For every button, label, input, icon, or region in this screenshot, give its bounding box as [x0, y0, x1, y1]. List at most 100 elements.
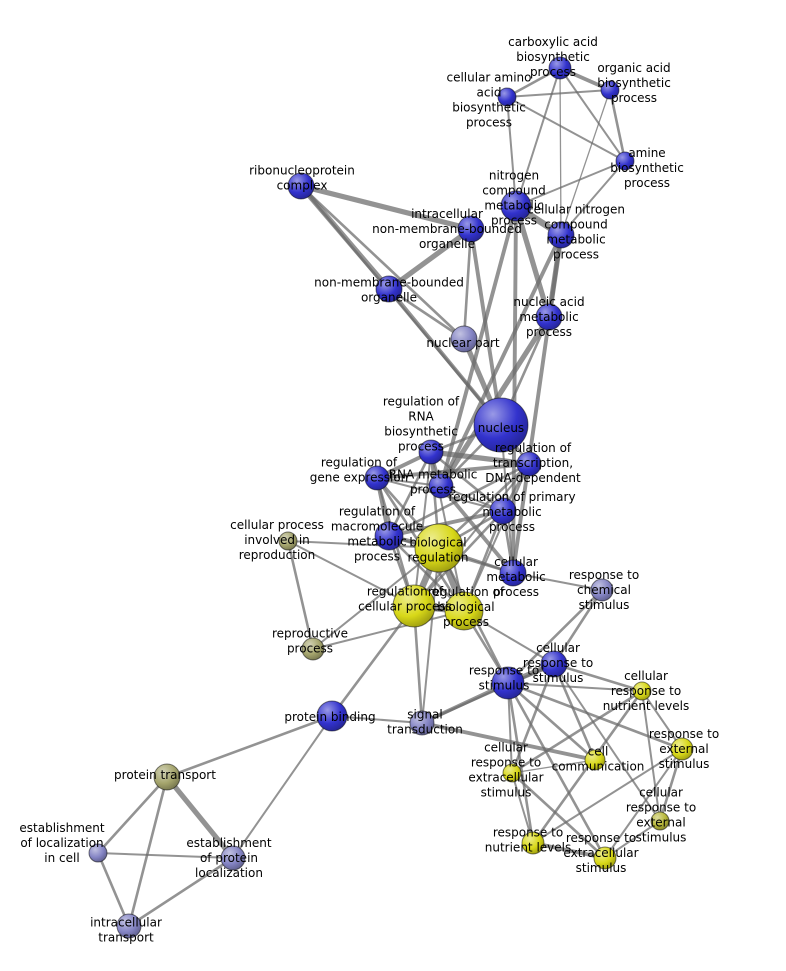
node-cncmp[interactable] — [547, 221, 575, 249]
edge-cab-ab — [559, 67, 626, 162]
node-cres[interactable] — [502, 763, 522, 783]
edge-rnl-cres — [511, 772, 534, 844]
edge-res-rnl — [532, 748, 683, 844]
edge-rcp-cpir — [287, 540, 415, 607]
edge-cncmp-rmp — [439, 233, 563, 488]
node-rbp[interactable] — [444, 591, 484, 631]
edge-ncmp-namp — [513, 203, 552, 320]
node-st[interactable] — [409, 710, 435, 736]
node-rmmp[interactable] — [374, 521, 404, 551]
node-cc[interactable] — [584, 749, 606, 771]
node-rmp[interactable] — [428, 473, 454, 499]
edge-oab-caab — [506, 89, 611, 98]
node-ncmp[interactable] — [500, 190, 532, 222]
edge-crnl-crexs — [641, 690, 661, 822]
edge-rs-cc — [506, 681, 597, 762]
node-rs[interactable] — [491, 666, 525, 700]
node-it[interactable] — [116, 913, 142, 939]
edge-rnl-rextra — [531, 841, 607, 860]
node-label: protein transport — [114, 768, 216, 782]
node-rnl[interactable] — [521, 831, 545, 855]
node-pb[interactable] — [316, 700, 348, 732]
edge-nmbo-np — [387, 287, 466, 341]
edge-pb-pt — [165, 714, 334, 779]
edge-cab-ncmp — [515, 67, 561, 207]
edge-crs-cc — [552, 662, 597, 762]
node-epl[interactable] — [220, 845, 246, 871]
node-np[interactable] — [450, 325, 478, 353]
edge-inmbo-nmbo — [386, 226, 474, 292]
edge-rnp-inmbo — [298, 183, 474, 232]
node-rp[interactable] — [301, 637, 325, 661]
node-pt[interactable] — [153, 763, 181, 791]
edge-rpmp-rmmp — [387, 509, 505, 538]
edge-crs-crnl — [552, 662, 644, 693]
edge-ab-ncmp — [515, 160, 626, 207]
node-cmp[interactable] — [499, 559, 527, 587]
node-oab[interactable] — [600, 80, 620, 100]
node-rextra[interactable] — [593, 846, 617, 870]
node-elc[interactable] — [88, 843, 108, 863]
node-caab[interactable] — [497, 87, 517, 107]
edge-rnp-np — [299, 184, 466, 341]
node-label: nuclear part — [426, 336, 500, 350]
edge-pt-elc — [96, 775, 169, 855]
edge-rcp-pb — [330, 604, 416, 718]
edge-caab-ncmp — [506, 96, 517, 207]
node-nmbo[interactable] — [375, 275, 403, 303]
node-crs[interactable] — [540, 650, 568, 678]
node-cpir[interactable] — [278, 531, 298, 551]
edge-cpir-rp — [286, 539, 315, 651]
node-ab[interactable] — [615, 151, 635, 171]
node-namp[interactable] — [535, 303, 563, 331]
node-rge[interactable] — [364, 465, 390, 491]
edge-cc-cres — [511, 759, 596, 774]
node-br[interactable] — [414, 523, 464, 573]
node-cab[interactable] — [548, 56, 572, 80]
node-inmbo[interactable] — [457, 215, 485, 243]
node-rcs[interactable] — [590, 578, 614, 602]
edge-crs-rcs — [552, 588, 604, 666]
node-rcp[interactable] — [392, 584, 436, 628]
edge-cpir-br — [287, 540, 440, 549]
edge-st-cc — [420, 721, 597, 762]
node-rnp[interactable] — [287, 172, 315, 200]
edge-br-st — [421, 547, 440, 724]
node-rrbp[interactable] — [418, 439, 444, 465]
node-res[interactable] — [670, 737, 694, 761]
node-rpmp[interactable] — [489, 497, 517, 525]
node-crnl[interactable] — [632, 681, 652, 701]
edge-crs-cres — [510, 662, 556, 775]
edges-layer — [96, 66, 684, 928]
node-crexs[interactable] — [650, 811, 670, 831]
edge-rrbp-rtdd — [428, 449, 532, 467]
node-rtdd[interactable] — [516, 451, 542, 477]
node-label: nucleus — [478, 421, 524, 435]
edge-crnl-cres — [510, 689, 644, 775]
edge-res-crexs — [658, 747, 684, 823]
node-nuc[interactable] — [473, 397, 529, 453]
